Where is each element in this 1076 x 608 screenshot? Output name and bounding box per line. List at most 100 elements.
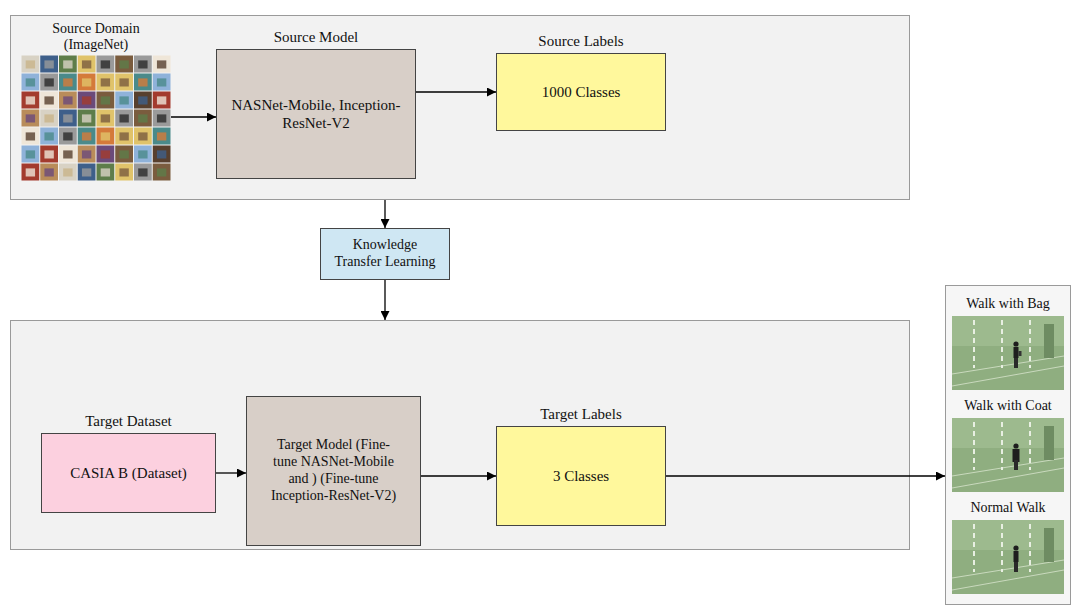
mosaic-tile [59,146,77,163]
tile-photo [134,56,152,73]
node-text: Target Model (Fine-tune NASNet-Mobile an… [267,437,400,504]
gallery-item: Normal Walk [952,500,1064,595]
mosaic-tile [40,92,58,109]
mosaic-tile [78,164,96,181]
photo-ground [952,316,1064,390]
mosaic-tile [115,146,133,163]
photo-ground [952,520,1064,594]
tile-photo [22,128,40,145]
tile-detail [138,150,147,158]
tile-photo [153,128,171,145]
tile-detail [138,60,147,68]
gallery-item: Walk with Bag [952,296,1064,391]
tile-photo [115,128,133,145]
tile-photo [97,74,115,91]
output-class-label: Walk with Coat [964,398,1052,415]
tile-photo [78,146,96,163]
mosaic-tile [97,92,115,109]
tile-detail [138,132,147,140]
gait-frame-image [952,418,1064,492]
tile-photo [59,146,77,163]
tile-detail [101,132,110,140]
tile-photo [115,92,133,109]
node-heading: Source Labels [457,33,705,50]
tile-detail [63,114,72,122]
tile-detail [82,168,91,176]
tile-photo [115,74,133,91]
label-box: Target Labels3 Classes [496,426,666,526]
tile-detail [101,150,110,158]
output-class-label: Walk with Bag [966,296,1050,313]
tile-photo [134,164,152,181]
tile-photo [115,146,133,163]
tile-detail [82,60,91,68]
mosaic-tile [78,128,96,145]
mosaic-tile [22,164,40,181]
mosaic-tile [78,74,96,91]
mosaic-tile [78,92,96,109]
photo-floor-line [952,458,1064,476]
tile-photo [40,74,58,91]
process-box: Target Model (Fine-tune NASNet-Mobile an… [246,396,421,546]
mosaic-illustration [21,55,171,181]
photo-post [1029,422,1031,470]
photo-post [973,524,975,572]
person-head [1013,342,1018,347]
tile-detail [157,96,166,104]
tile-detail [101,60,110,68]
mosaic-tile [40,146,58,163]
tile-photo [97,56,115,73]
person-legs [1014,460,1018,470]
mosaic-tile [153,164,171,181]
mosaic-tile [22,92,40,109]
mosaic-tile [22,110,40,127]
mosaic-tile [115,92,133,109]
node-text: 3 Classes [553,467,609,485]
tile-detail [26,168,35,176]
tile-detail [101,168,110,176]
tile-detail [101,114,110,122]
data-box: Target DatasetCASIA B (Dataset) [41,433,216,513]
tile-photo [78,110,96,127]
arrow-connector [384,200,385,228]
photo-floor-line [952,468,1064,488]
tile-detail [26,114,35,122]
mosaic-tile [153,74,171,91]
tile-photo [22,92,40,109]
mosaic-tile [134,164,152,181]
tile-detail [138,96,147,104]
tile-photo [22,110,40,127]
tile-photo [59,74,77,91]
tile-detail [157,114,166,122]
tile-detail [26,78,35,86]
photo-door [1044,324,1054,358]
tile-detail [101,96,110,104]
mosaic-tile [59,164,77,181]
tile-photo [134,146,152,163]
tile-detail [119,60,128,68]
tile-detail [157,150,166,158]
group-panel: Source Domain (ImageNet) Source ModelNASN… [10,15,910,200]
tile-detail [157,132,166,140]
tile-photo [97,146,115,163]
tile-photo [78,164,96,181]
tile-detail [82,96,91,104]
tile-photo [134,128,152,145]
tile-detail [44,132,53,140]
tile-photo [40,110,58,127]
gait-frame-image [952,520,1064,594]
node-heading: Source Model [177,29,455,46]
process-box: Source ModelNASNet-Mobile, Inception-Res… [216,49,416,179]
output-gallery: Walk with BagWalk with CoatNormal Walk [945,285,1071,605]
photo-post [1001,524,1003,572]
tile-photo [78,128,96,145]
tile-photo [97,92,115,109]
mosaic-tile [22,128,40,145]
tile-photo [40,92,58,109]
gait-frame-image [952,316,1064,390]
group-panel: Target DatasetCASIA B (Dataset) Target Mo… [10,320,910,550]
mosaic-tile [59,56,77,73]
node-heading: Source Domain (ImageNet) [41,21,151,52]
mosaic-tile [134,110,152,127]
mosaic-tile [115,56,133,73]
